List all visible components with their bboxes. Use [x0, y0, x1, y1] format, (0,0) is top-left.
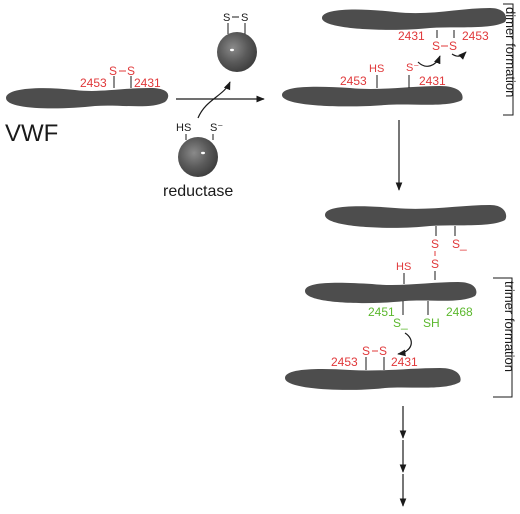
thiolate-dimer-bottom: S⁻ — [406, 62, 419, 74]
reductase-release-arrow — [197, 81, 231, 119]
residue-2453-dimer-top: 2453 — [462, 29, 489, 43]
residue-2453-trimer-bottom: 2453 — [331, 355, 358, 369]
residue-2468: 2468 — [446, 305, 473, 319]
reductase-label: reductase — [163, 183, 233, 200]
dimer-bottom-protein — [282, 86, 463, 107]
vwf-monomer — [6, 88, 169, 109]
sulfur-trimer-top-a: S — [431, 237, 439, 251]
residue-2453-dimer-bottom: 2453 — [340, 74, 367, 88]
trimer-middle-protein — [305, 282, 477, 304]
thiol-reductase: HS — [176, 122, 191, 134]
sulfur-dimer-top-b: S — [449, 39, 457, 53]
reductase-reduced — [178, 137, 218, 177]
residue-2431-dimer-bottom: 2431 — [419, 74, 446, 88]
residue-2431-left: 2431 — [134, 76, 161, 90]
thiol-trimer-middle: HS — [396, 261, 411, 273]
dimer-formation-bracket — [503, 3, 514, 116]
sulfur-trimer-top-b: S — [431, 257, 439, 271]
dimer-top-protein — [322, 8, 507, 30]
residue-2431-trimer-bottom: 2431 — [391, 355, 418, 369]
sulfur-reductase-top-b: S — [241, 12, 248, 24]
sulfur-left-a: S — [109, 64, 117, 78]
sulfur-left-b: S — [127, 64, 135, 78]
trimer-top-protein — [325, 205, 507, 228]
sulfur-trimer-bottom-a: S — [362, 344, 370, 358]
attack-arrow-trimer — [397, 332, 412, 357]
residue-2451: 2451 — [368, 305, 395, 319]
trimer-bottom-protein — [285, 368, 461, 390]
sulfur-dimer-top-a: S — [432, 39, 440, 53]
leaving-arrow-dimer — [451, 51, 467, 60]
residue-2431-dimer-top: 2431 — [398, 29, 425, 43]
thiolate-trimer-middle: S_ — [393, 316, 408, 330]
reductase-oxidized-highlight — [230, 48, 234, 52]
vwf-label: VWF — [5, 120, 58, 147]
sulfur-trimer-bottom-b: S — [379, 344, 387, 358]
thiolate-trimer-top: S_ — [452, 237, 467, 251]
trimer-formation-label: trimer formation — [502, 281, 517, 372]
thiol-trimer-middle-green: SH — [423, 316, 440, 330]
thiol-dimer-bottom: HS — [369, 63, 384, 75]
attack-arrow-dimer — [417, 55, 441, 67]
reductase-reduced-highlight — [201, 151, 205, 155]
sulfur-reductase-top-a: S — [223, 12, 230, 24]
reductase-oxidized — [217, 32, 257, 72]
dimer-formation-label: dimer formation — [503, 7, 518, 97]
trimer-formation-bracket — [493, 277, 513, 398]
residue-2453-left: 2453 — [80, 76, 107, 90]
thiolate-reductase: S⁻ — [210, 122, 223, 134]
